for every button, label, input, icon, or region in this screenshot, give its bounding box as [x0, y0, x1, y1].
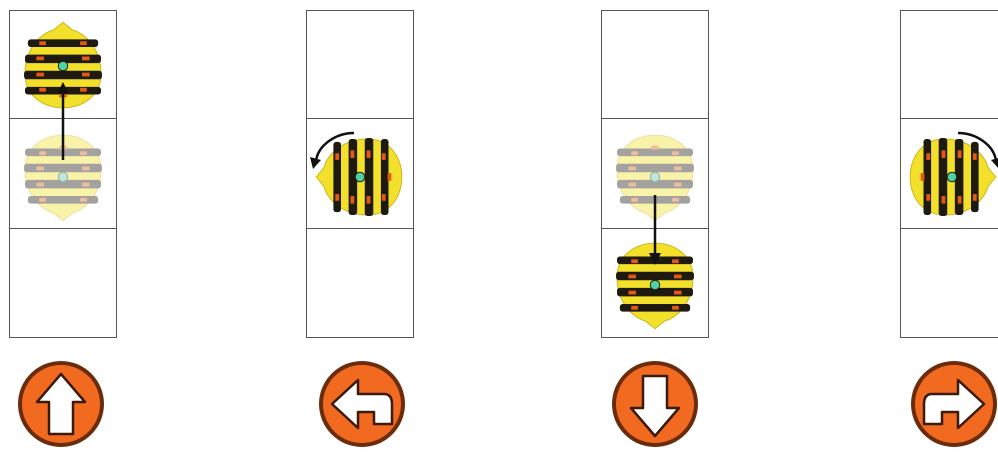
grid-column	[9, 10, 117, 338]
grid-cell	[9, 229, 117, 338]
panel-forward	[9, 0, 139, 450]
grid-cell	[306, 229, 414, 338]
right-button[interactable]	[908, 358, 998, 450]
grid-cell	[900, 229, 998, 338]
backward-button[interactable]	[609, 358, 701, 450]
turn-arrow	[306, 119, 414, 229]
turn-arrow	[900, 119, 998, 229]
grid-column	[900, 10, 998, 338]
move-arrow	[9, 10, 117, 230]
panel-left	[306, 0, 436, 450]
grid-column	[306, 10, 414, 338]
move-arrow	[601, 119, 709, 279]
grid-column	[601, 10, 709, 338]
grid-cell	[900, 10, 998, 119]
grid-cell	[601, 10, 709, 119]
grid-cell	[306, 10, 414, 119]
panel-backward	[601, 0, 731, 450]
panel-right	[900, 0, 998, 450]
left-button[interactable]	[316, 358, 408, 450]
forward-button[interactable]	[15, 358, 107, 450]
